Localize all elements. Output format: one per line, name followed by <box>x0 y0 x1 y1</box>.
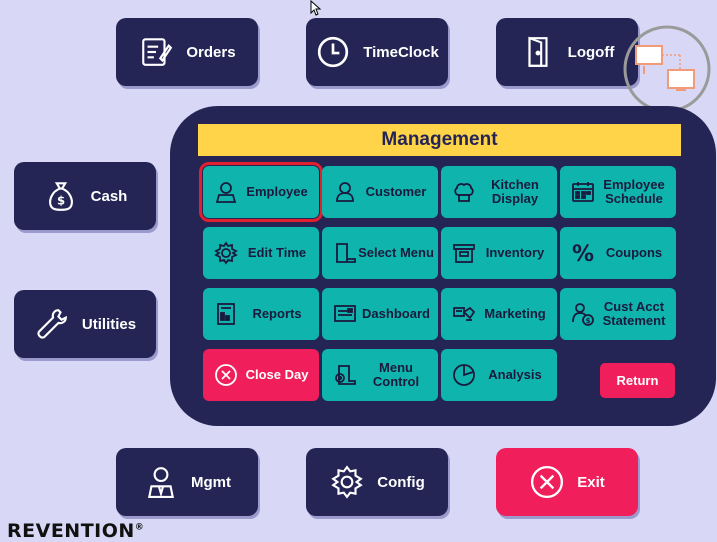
marketing-tile[interactable]: Marketing <box>441 288 557 340</box>
person-icon <box>213 179 239 205</box>
select-menu-tile[interactable]: Select Menu <box>322 227 438 279</box>
menu-control-icon <box>332 362 358 388</box>
config-label: Config <box>377 473 425 491</box>
cash-label: Cash <box>90 187 128 205</box>
pie-chart-icon <box>451 362 477 388</box>
inventory-tile[interactable]: Inventory <box>441 227 557 279</box>
coupons-tile[interactable]: % Coupons <box>560 227 676 279</box>
analysis-label: Analysis <box>488 367 542 382</box>
exit-button[interactable]: Exit <box>496 448 638 516</box>
employee-tile[interactable]: Employee <box>199 162 323 222</box>
reports-label: Reports <box>252 306 302 321</box>
employee-label: Employee <box>246 184 308 199</box>
dashboard-label: Dashboard <box>362 306 430 321</box>
network-status-icon[interactable] <box>622 24 712 119</box>
svg-text:$: $ <box>57 194 65 208</box>
gear-icon <box>213 240 239 266</box>
cust-acct-statement-tile[interactable]: $ Cust Acct Statement <box>560 288 676 340</box>
mouse-cursor-icon <box>310 0 322 21</box>
config-button[interactable]: Config <box>306 448 448 516</box>
account-icon: $ <box>570 301 596 327</box>
coupons-label: Coupons <box>605 245 663 260</box>
revention-logo: REVENTION® <box>7 520 144 542</box>
logo-registered-mark: ® <box>134 522 145 533</box>
cash-button[interactable]: $ Cash <box>14 162 156 230</box>
close-circle-icon <box>529 464 565 500</box>
customer-tile[interactable]: Customer <box>322 166 438 218</box>
manager-icon <box>143 464 179 500</box>
orders-button[interactable]: Orders <box>116 18 258 86</box>
mgmt-label: Mgmt <box>191 473 231 491</box>
marketing-label: Marketing <box>484 306 546 321</box>
wrench-icon <box>34 306 70 342</box>
management-title: Management <box>198 124 681 156</box>
return-button[interactable]: Return <box>600 363 675 398</box>
money-bag-icon: $ <box>43 178 79 214</box>
mgmt-button[interactable]: Mgmt <box>116 448 258 516</box>
cust-acct-statement-label: Cust Acct Statement <box>602 299 666 328</box>
orders-label: Orders <box>186 43 236 61</box>
menu-control-tile[interactable]: Menu Control <box>322 349 438 401</box>
calendar-icon <box>570 179 596 205</box>
analysis-tile[interactable]: Analysis <box>441 349 557 401</box>
document-icon <box>332 240 358 266</box>
inventory-label: Inventory <box>485 245 545 260</box>
gear-icon <box>329 464 365 500</box>
close-circle-icon <box>213 362 239 388</box>
dashboard-tile[interactable]: Dashboard <box>322 288 438 340</box>
door-icon <box>520 34 556 70</box>
customer-label: Customer <box>365 184 427 199</box>
exit-label: Exit <box>577 473 605 491</box>
close-day-label: Close Day <box>245 367 309 382</box>
report-icon <box>213 301 239 327</box>
logoff-button[interactable]: Logoff <box>496 18 638 86</box>
orders-icon <box>138 34 174 70</box>
logoff-label: Logoff <box>567 43 615 61</box>
timeclock-label: TimeClock <box>363 43 439 61</box>
svg-text:%: % <box>572 242 594 265</box>
kitchen-display-tile[interactable]: Kitchen Display <box>441 166 557 218</box>
close-day-tile[interactable]: Close Day <box>203 349 319 401</box>
clock-icon <box>315 34 351 70</box>
dashboard-icon <box>332 301 358 327</box>
utilities-label: Utilities <box>81 315 137 333</box>
reports-tile[interactable]: Reports <box>203 288 319 340</box>
customer-icon <box>332 179 358 205</box>
utilities-button[interactable]: Utilities <box>14 290 156 358</box>
edit-time-tile[interactable]: Edit Time <box>203 227 319 279</box>
employee-schedule-label: Employee Schedule <box>603 177 665 206</box>
edit-time-label: Edit Time <box>247 245 307 260</box>
percent-icon: % <box>570 240 596 266</box>
menu-control-label: Menu Control <box>372 360 420 389</box>
employee-schedule-tile[interactable]: Employee Schedule <box>560 166 676 218</box>
logo-text: REVENTION <box>7 520 135 542</box>
select-menu-label: Select Menu <box>358 245 434 260</box>
chef-hat-icon <box>451 179 477 205</box>
kitchen-display-label: Kitchen Display <box>491 177 539 206</box>
inventory-icon <box>451 240 477 266</box>
svg-text:$: $ <box>586 317 591 325</box>
timeclock-button[interactable]: TimeClock <box>306 18 448 86</box>
marketing-icon <box>451 301 477 327</box>
